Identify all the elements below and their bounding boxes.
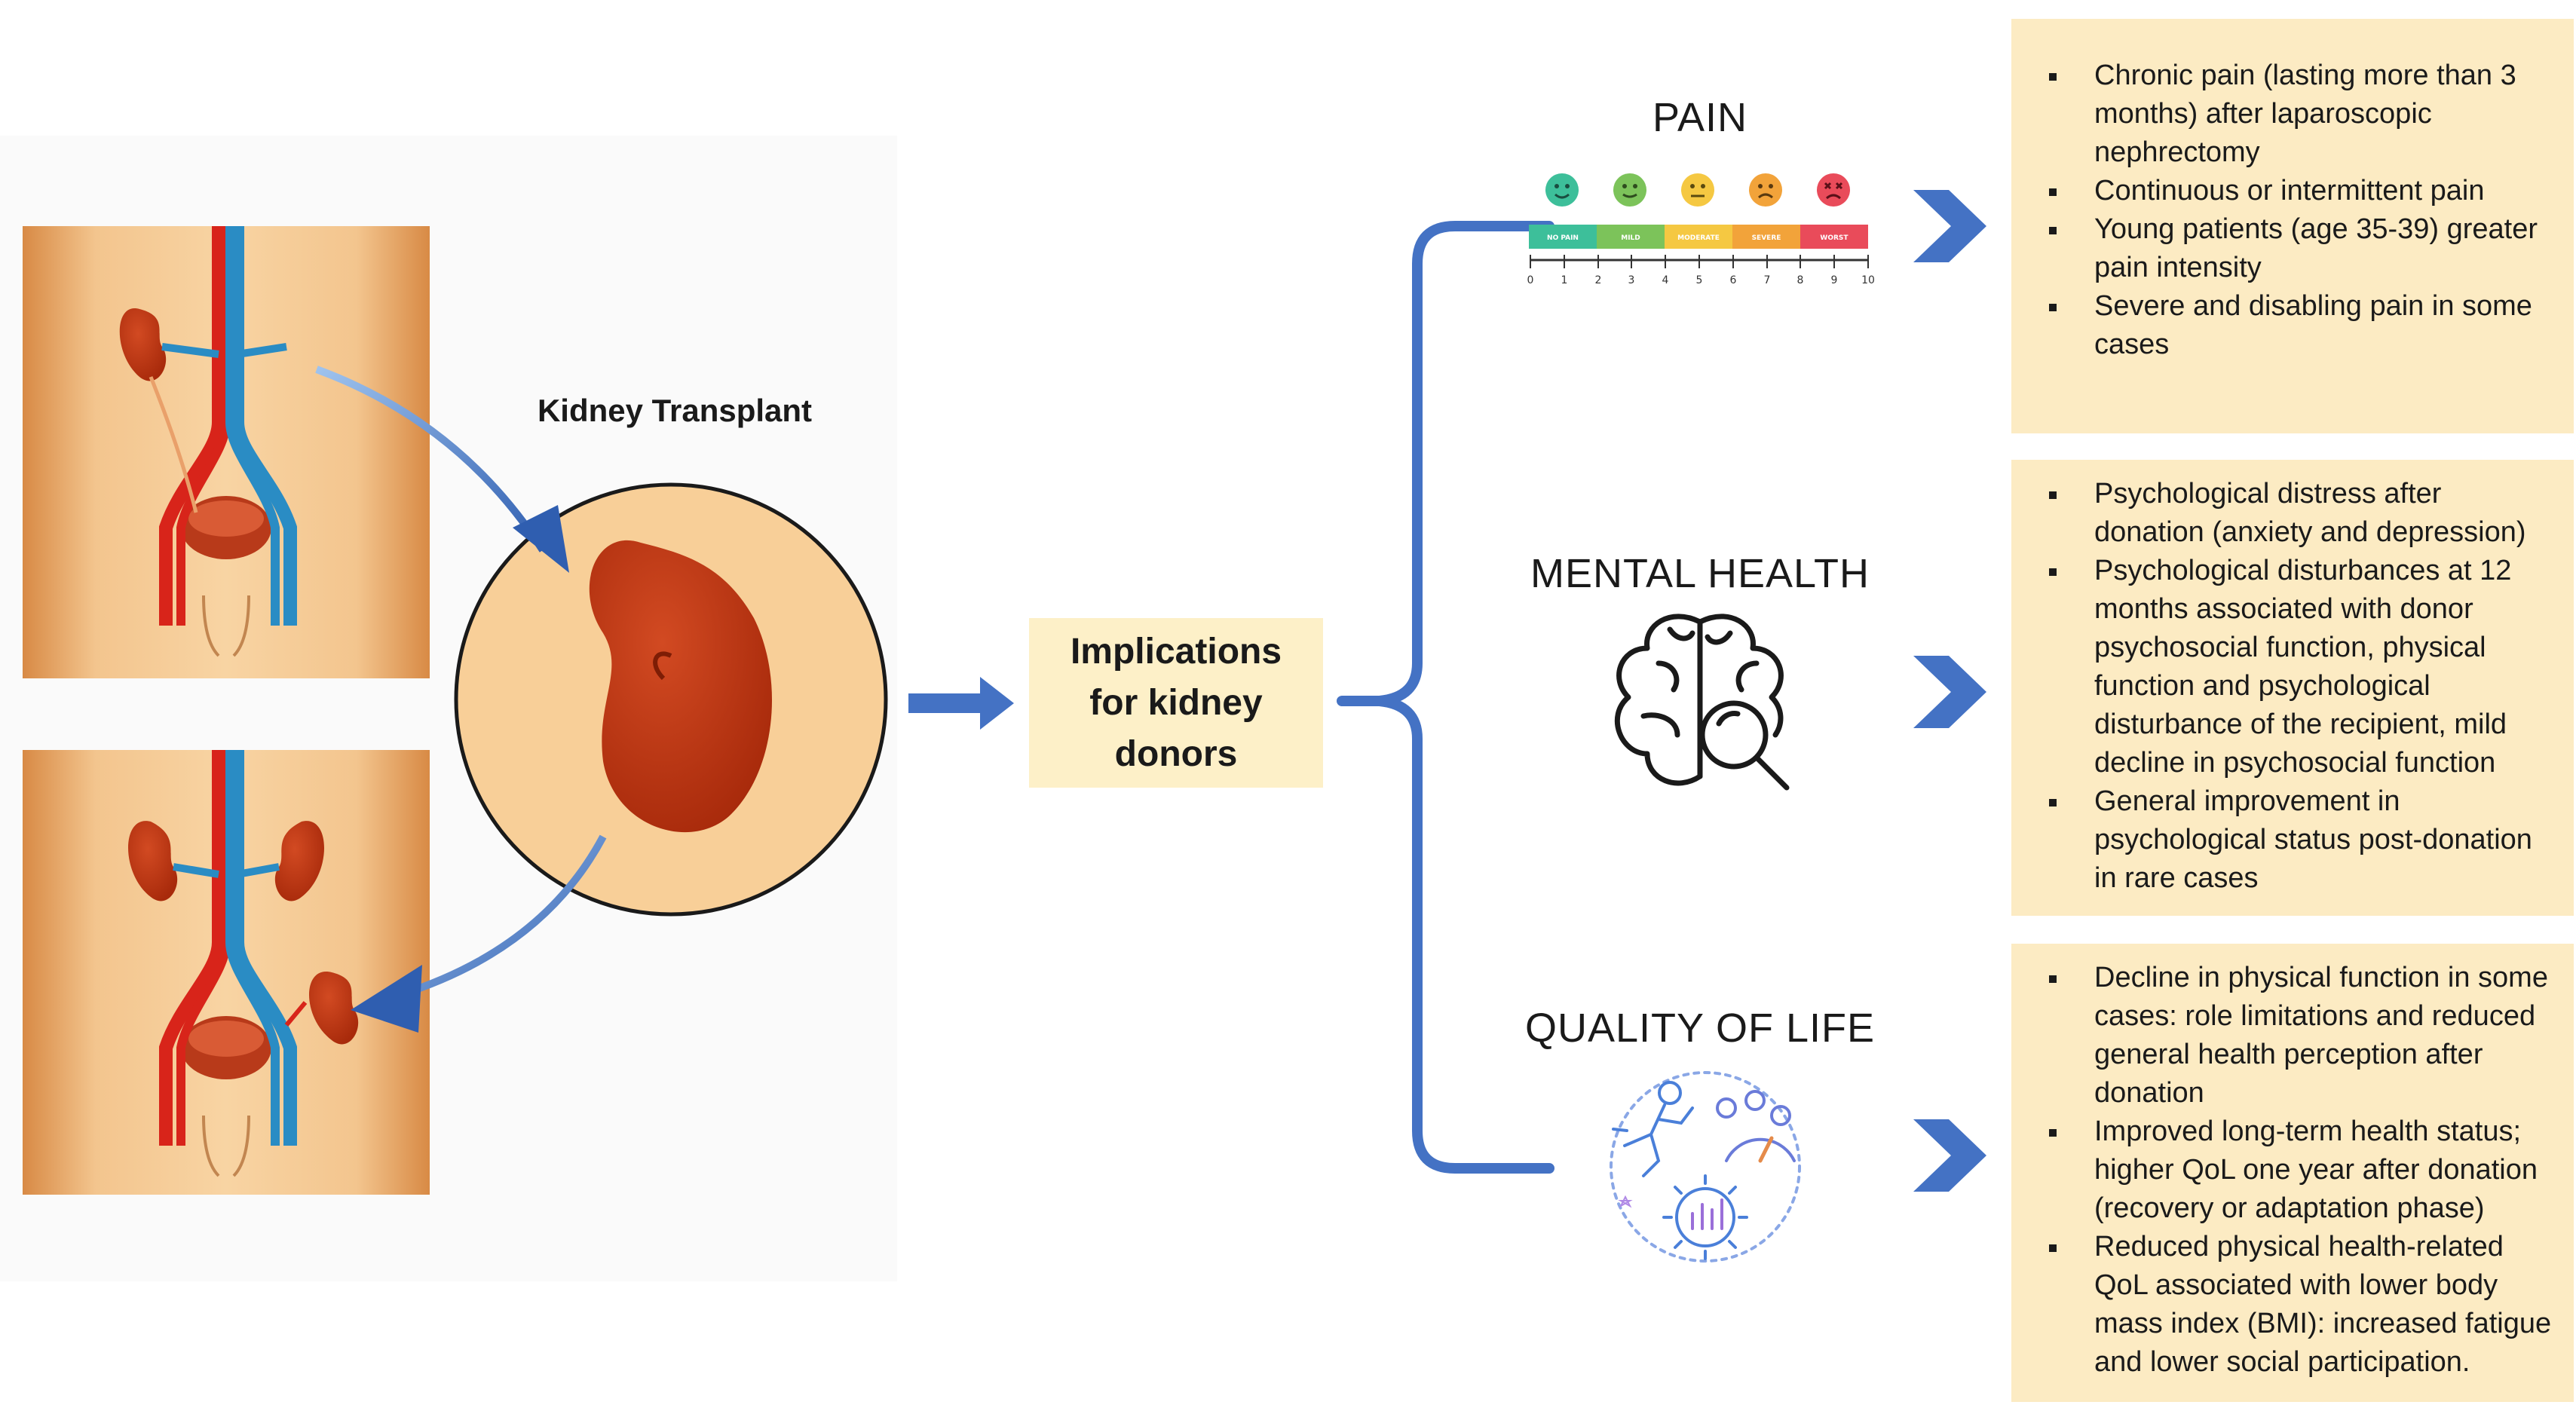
implications-box: Implications for kidney donors bbox=[1029, 618, 1323, 788]
list-item: Severe and disabling pain in some cases bbox=[2034, 287, 2559, 364]
pain-scale-number: 8 bbox=[1797, 274, 1804, 286]
list-item: Psychological distress after donation (a… bbox=[2034, 475, 2559, 552]
list-item: Psychological disturbances at 12 months … bbox=[2034, 552, 2559, 782]
torso-illustration-top bbox=[23, 226, 430, 678]
kidney-circle bbox=[454, 482, 888, 917]
quality-of-life-findings-box: Decline in physical function in some cas… bbox=[2011, 944, 2574, 1402]
mental-health-findings-list: Psychological distress after donation (a… bbox=[2034, 475, 2559, 898]
quality-of-life-findings-list: Decline in physical function in some cas… bbox=[2034, 959, 2559, 1382]
chevron-icon-pain bbox=[1913, 190, 1986, 262]
list-item: Decline in physical function in some cas… bbox=[2034, 959, 2559, 1113]
list-item: Continuous or intermittent pain bbox=[2034, 172, 2559, 210]
list-item: Improved long-term health status; higher… bbox=[2034, 1113, 2559, 1228]
pain-scale-label: NO PAIN bbox=[1547, 234, 1579, 242]
pain-scale-number: 4 bbox=[1662, 274, 1669, 286]
implications-text: Implications for kidney donors bbox=[1070, 631, 1282, 774]
category-title-pain: PAIN bbox=[1652, 95, 1748, 140]
mental-health-findings-box: Psychological distress after donation (a… bbox=[2011, 460, 2574, 916]
pain-scale-label: MODERATE bbox=[1677, 234, 1720, 242]
arrow-to-implications bbox=[908, 677, 1014, 730]
pain-scale-label: WORST bbox=[1820, 234, 1849, 242]
curved-arrow-bottom bbox=[351, 834, 607, 1033]
pain-scale-number: 7 bbox=[1764, 274, 1771, 286]
pain-scale-number: 5 bbox=[1696, 274, 1703, 286]
pain-findings-list: Chronic pain (lasting more than 3 months… bbox=[2034, 57, 2559, 364]
branch-bracket bbox=[1337, 221, 1554, 1174]
brain-magnifier-icon bbox=[1614, 614, 1790, 791]
pain-scale-number: 1 bbox=[1561, 274, 1568, 286]
chevron-icon-quality-of-life bbox=[1913, 1119, 1986, 1192]
pain-scale-number: 10 bbox=[1861, 274, 1875, 286]
list-item: Reduced physical health-related QoL asso… bbox=[2034, 1228, 2559, 1382]
pain-scale-bar bbox=[1529, 225, 1869, 268]
pain-findings-box: Chronic pain (lasting more than 3 months… bbox=[2011, 19, 2574, 433]
pain-scale-number: 9 bbox=[1831, 274, 1838, 286]
torso-illustration-bottom bbox=[23, 750, 430, 1195]
kidney-transplant-label: Kidney Transplant bbox=[537, 393, 813, 428]
curved-arrow-top bbox=[315, 366, 569, 573]
pain-scale-number: 3 bbox=[1628, 274, 1635, 286]
quality-of-life-icon bbox=[1610, 1071, 1801, 1263]
pain-scale-label: MILD bbox=[1621, 234, 1640, 242]
pain-scale-faces-icon bbox=[1545, 173, 1850, 207]
list-item: Chronic pain (lasting more than 3 months… bbox=[2034, 57, 2559, 172]
pain-scale-number: 0 bbox=[1527, 274, 1534, 286]
list-item: General improvement in psychological sta… bbox=[2034, 782, 2559, 898]
category-title-quality-of-life: QUALITY OF LIFE bbox=[1524, 1005, 1876, 1051]
category-title-mental-health: MENTAL HEALTH bbox=[1530, 551, 1870, 596]
pain-scale-label: SEVERE bbox=[1752, 234, 1781, 242]
pain-scale-number: 2 bbox=[1595, 274, 1602, 286]
pain-scale-number: 6 bbox=[1730, 274, 1737, 286]
list-item: Young patients (age 35-39) greater pain … bbox=[2034, 210, 2559, 287]
chevron-icon-mental-health bbox=[1913, 656, 1986, 728]
